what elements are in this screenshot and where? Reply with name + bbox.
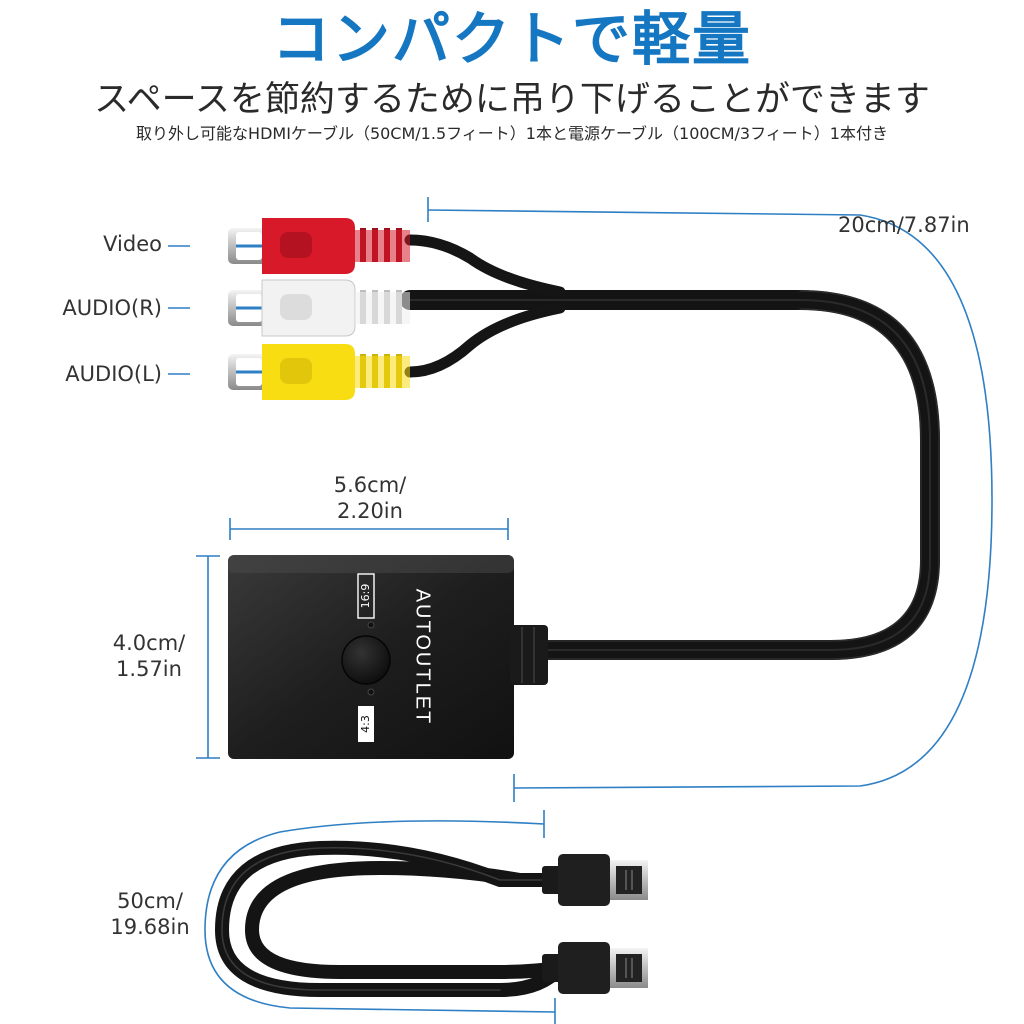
aspect-ratio-switch-button — [341, 635, 391, 685]
caption: 取り外し可能なHDMIケーブル（50CM/1.5フィート）1本と電源ケーブル（1… — [136, 124, 888, 143]
label-audio-right: AUDIO(R) — [62, 296, 162, 320]
brand-logo: AUTOUTLET — [412, 589, 434, 726]
rca-audio-right-connector — [228, 279, 410, 337]
label-hdmi-line2: 19.68in — [110, 915, 190, 939]
label-video: Video — [103, 232, 162, 256]
rca-audio-left-connector — [228, 344, 410, 400]
label-width-line2: 2.20in — [337, 499, 403, 523]
subheadline: スペースを節約するために吊り下げることができます — [94, 80, 930, 120]
hdmi-cable-dimension — [204, 810, 556, 1024]
hdmi-cable — [215, 840, 567, 997]
label-height-line2: 1.57in — [116, 657, 182, 681]
label-cable-length: 20cm/7.87in — [838, 213, 970, 237]
width-dimension — [229, 518, 509, 540]
label-height-line1: 4.0cm/ — [112, 631, 186, 655]
headline: コンパクトで軽量 — [271, 5, 752, 73]
label-audio-left: AUDIO(L) — [65, 362, 162, 386]
mode-label-16-9: 16:9 — [357, 573, 375, 619]
rca-video-connector — [228, 218, 410, 274]
label-hdmi-line1: 50cm/ — [117, 889, 183, 913]
rca-label-leaders — [168, 245, 190, 375]
svg-text:4:3: 4:3 — [359, 715, 372, 733]
cable-strain-relief — [510, 625, 548, 685]
av-cable — [400, 234, 940, 660]
cable-length-dimension — [427, 197, 993, 802]
mode-label-4-3: 4:3 — [358, 706, 374, 742]
converter-device: 16:9 4:3 AUTOUTLET — [228, 555, 548, 759]
hdmi-plug-bottom — [542, 942, 648, 994]
height-dimension — [196, 555, 220, 759]
svg-text:16:9: 16:9 — [359, 584, 372, 609]
hdmi-plug-top — [542, 854, 648, 906]
label-width-line1: 5.6cm/ — [333, 473, 407, 497]
